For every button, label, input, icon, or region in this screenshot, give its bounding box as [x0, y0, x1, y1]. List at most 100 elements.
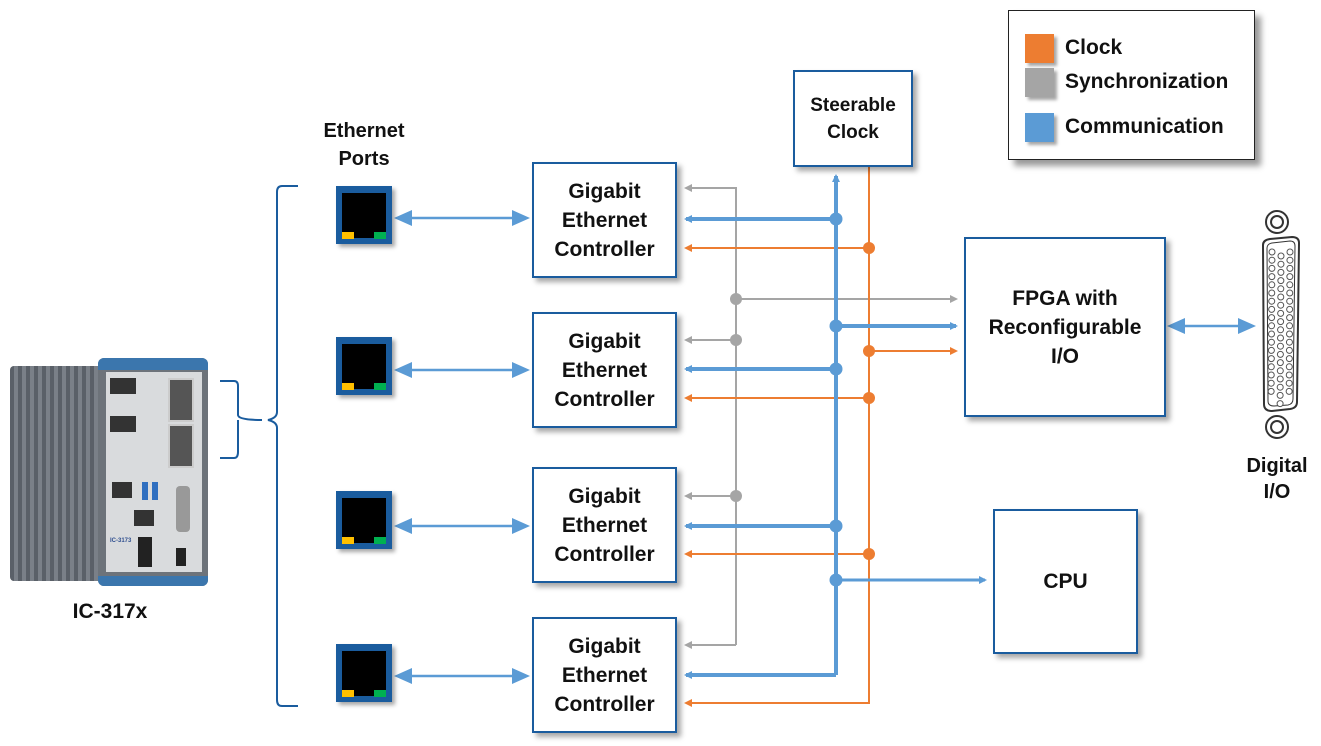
bracket-small — [220, 380, 263, 459]
dsub-pin — [1268, 297, 1276, 305]
legend-swatch-comm — [1025, 112, 1054, 142]
legend-label: Communication — [1065, 115, 1224, 138]
dsub-pin — [1268, 281, 1276, 289]
port-socket — [342, 498, 386, 543]
comm-junction — [829, 573, 843, 587]
clock-junction — [863, 392, 875, 404]
dsub-pin — [1285, 387, 1293, 395]
clock-lines — [684, 166, 958, 707]
dsub-pin — [1277, 268, 1285, 276]
controller-label: Gigabit Ethernet Controller — [554, 329, 655, 411]
legend-label: Synchronization — [1065, 70, 1229, 93]
front-panel: IC-3173 — [98, 358, 208, 586]
dsub-pin — [1276, 342, 1284, 350]
fpga-box: FPGA with Reconfigurable I/O — [964, 237, 1166, 417]
sync-junction — [730, 293, 742, 305]
dsub-pin — [1268, 256, 1276, 264]
port-led-yellow — [342, 537, 354, 544]
comm-junction — [829, 319, 843, 333]
dsub-pin — [1268, 314, 1276, 322]
gigabit-ethernet-controller-2: Gigabit Ethernet Controller — [532, 312, 677, 428]
gigabit-ethernet-controller-4: Gigabit Ethernet Controller — [532, 617, 677, 733]
heatsink — [10, 366, 105, 581]
legend: Clock Synchronization Communication — [1008, 10, 1255, 160]
legend-swatch-clock — [1025, 33, 1054, 63]
dsub-pin — [1286, 330, 1293, 338]
dsub-pin — [1286, 305, 1294, 313]
dsub-pin — [1268, 305, 1276, 313]
dsub-pin — [1277, 293, 1285, 301]
legend-swatch-sync — [1025, 67, 1054, 97]
comm-junction — [829, 362, 843, 376]
ethernet-ports-title: Ethernet Ports — [323, 120, 405, 170]
dsub-pin — [1285, 371, 1293, 379]
port-led-yellow — [342, 232, 354, 239]
dsub-pin — [1285, 355, 1293, 363]
dsub-pin — [1277, 252, 1285, 260]
dsub-pin — [1286, 248, 1294, 256]
dsub-pin — [1276, 367, 1284, 375]
dsub-pin — [1268, 289, 1276, 297]
ethernet-port-4[interactable] — [336, 644, 392, 702]
clock-junction — [863, 242, 875, 254]
dsub-pin — [1286, 256, 1294, 264]
dsub-pin — [1277, 301, 1285, 309]
gigabit-ethernet-controller-3: Gigabit Ethernet Controller — [532, 467, 677, 583]
bracket-large — [267, 185, 298, 707]
dsub-pin — [1277, 277, 1285, 285]
dsub-pin — [1276, 400, 1284, 408]
controller-label: Gigabit Ethernet Controller — [554, 179, 655, 261]
dsub-pin — [1286, 322, 1294, 330]
dsub-pin — [1286, 281, 1294, 289]
dsub-pin — [1276, 391, 1284, 399]
ethernet-port-3[interactable] — [336, 491, 392, 549]
legend-item-sync: Synchronization — [1025, 67, 1228, 97]
port-led-yellow — [342, 690, 354, 697]
comm-junction — [829, 519, 843, 533]
port-led-green — [374, 537, 386, 544]
clock-junction — [863, 548, 875, 560]
port-socket — [342, 651, 386, 696]
dsub-pin — [1276, 383, 1284, 391]
cpu-label: CPU — [1043, 569, 1088, 593]
dsub-pin — [1286, 297, 1294, 305]
steerable-clock-box: Steerable Clock — [793, 70, 913, 167]
port-led-green — [374, 383, 386, 390]
device-model-text: IC-3173 — [110, 538, 132, 544]
dsub-pin — [1267, 355, 1275, 363]
dsub-pin — [1276, 359, 1284, 367]
device-label: IC-317x — [72, 600, 148, 623]
clock-junctions — [863, 242, 875, 560]
dsub-pin — [1277, 326, 1285, 334]
digital-io-connector — [1261, 210, 1301, 439]
dsub-pin — [1285, 379, 1293, 387]
dsub-pin — [1268, 330, 1275, 338]
sync-junctions — [730, 293, 742, 502]
dsub-pin — [1267, 363, 1275, 371]
fpga-label: FPGA with Reconfigurable I/O — [988, 286, 1142, 368]
steerable-clock-label: Steerable Clock — [810, 94, 896, 143]
dsub-pin — [1276, 350, 1284, 358]
dsub-pin — [1277, 260, 1285, 268]
ethernet-port-2[interactable] — [336, 337, 392, 395]
dsub-pin — [1286, 289, 1294, 297]
digital-io-label: Digital I/O — [1246, 455, 1308, 503]
ic-317x-device-image: IC-3173 — [10, 358, 210, 588]
sync-junction — [730, 334, 742, 346]
dsub-pin — [1277, 318, 1285, 326]
ethernet-port-1[interactable] — [336, 186, 392, 244]
dsub-pin — [1276, 375, 1284, 383]
dsub-pin — [1286, 273, 1294, 281]
port-led-green — [374, 232, 386, 239]
dsub-pin — [1268, 248, 1276, 256]
dsub-pin — [1267, 387, 1275, 395]
dsub-pin — [1277, 309, 1285, 317]
legend-item-comm: Communication — [1025, 112, 1224, 142]
dsub-pin — [1267, 379, 1275, 387]
dsub-pin — [1286, 314, 1294, 322]
clock-junction — [863, 345, 875, 357]
sync-junction — [730, 490, 742, 502]
dsub-pin — [1277, 334, 1284, 342]
sync-lines — [684, 184, 958, 649]
